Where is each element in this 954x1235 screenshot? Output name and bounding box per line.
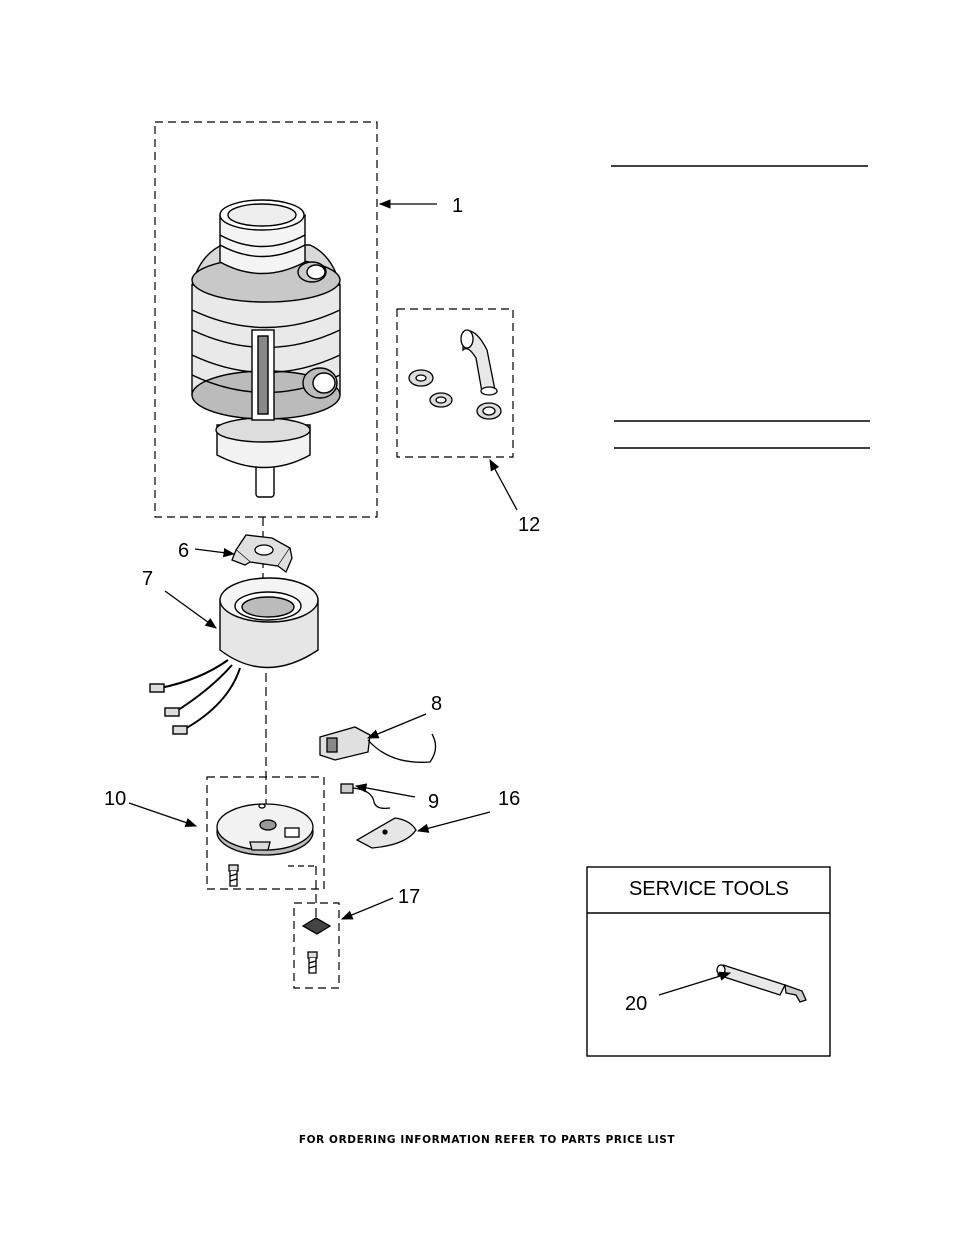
callout-7: 7 bbox=[142, 568, 153, 590]
callout-6: 6 bbox=[178, 540, 189, 562]
callout-12: 12 bbox=[518, 514, 540, 536]
part-6-bracket bbox=[231, 534, 293, 574]
service-tools-title: SERVICE TOOLS bbox=[629, 878, 789, 900]
part-10-group-box bbox=[206, 776, 325, 890]
callout-20: 20 bbox=[625, 993, 647, 1015]
footer-ordering-note: FOR ORDERING INFORMATION REFER TO PARTS … bbox=[298, 1134, 676, 1146]
callout-10: 10 bbox=[104, 788, 126, 810]
part-8-switch bbox=[319, 726, 437, 763]
part-10-end-bell bbox=[216, 803, 314, 887]
part-17-pad-screw bbox=[301, 917, 332, 974]
part-1-group-box bbox=[154, 121, 378, 518]
part-12-group-box bbox=[396, 308, 514, 458]
part-12-hose-kit bbox=[408, 329, 502, 420]
callout-9: 9 bbox=[428, 791, 439, 813]
part-7-stator bbox=[149, 577, 319, 735]
callout-16: 16 bbox=[498, 788, 520, 810]
callout-17: 17 bbox=[398, 886, 420, 908]
callout-1: 1 bbox=[452, 195, 463, 217]
service-tools-box: SERVICE TOOLS 20 bbox=[586, 866, 831, 1057]
part-1-disposer-body bbox=[191, 199, 341, 498]
callout-8: 8 bbox=[431, 693, 442, 715]
part-20-wrench bbox=[716, 964, 807, 1003]
part-16-shield bbox=[355, 817, 417, 849]
